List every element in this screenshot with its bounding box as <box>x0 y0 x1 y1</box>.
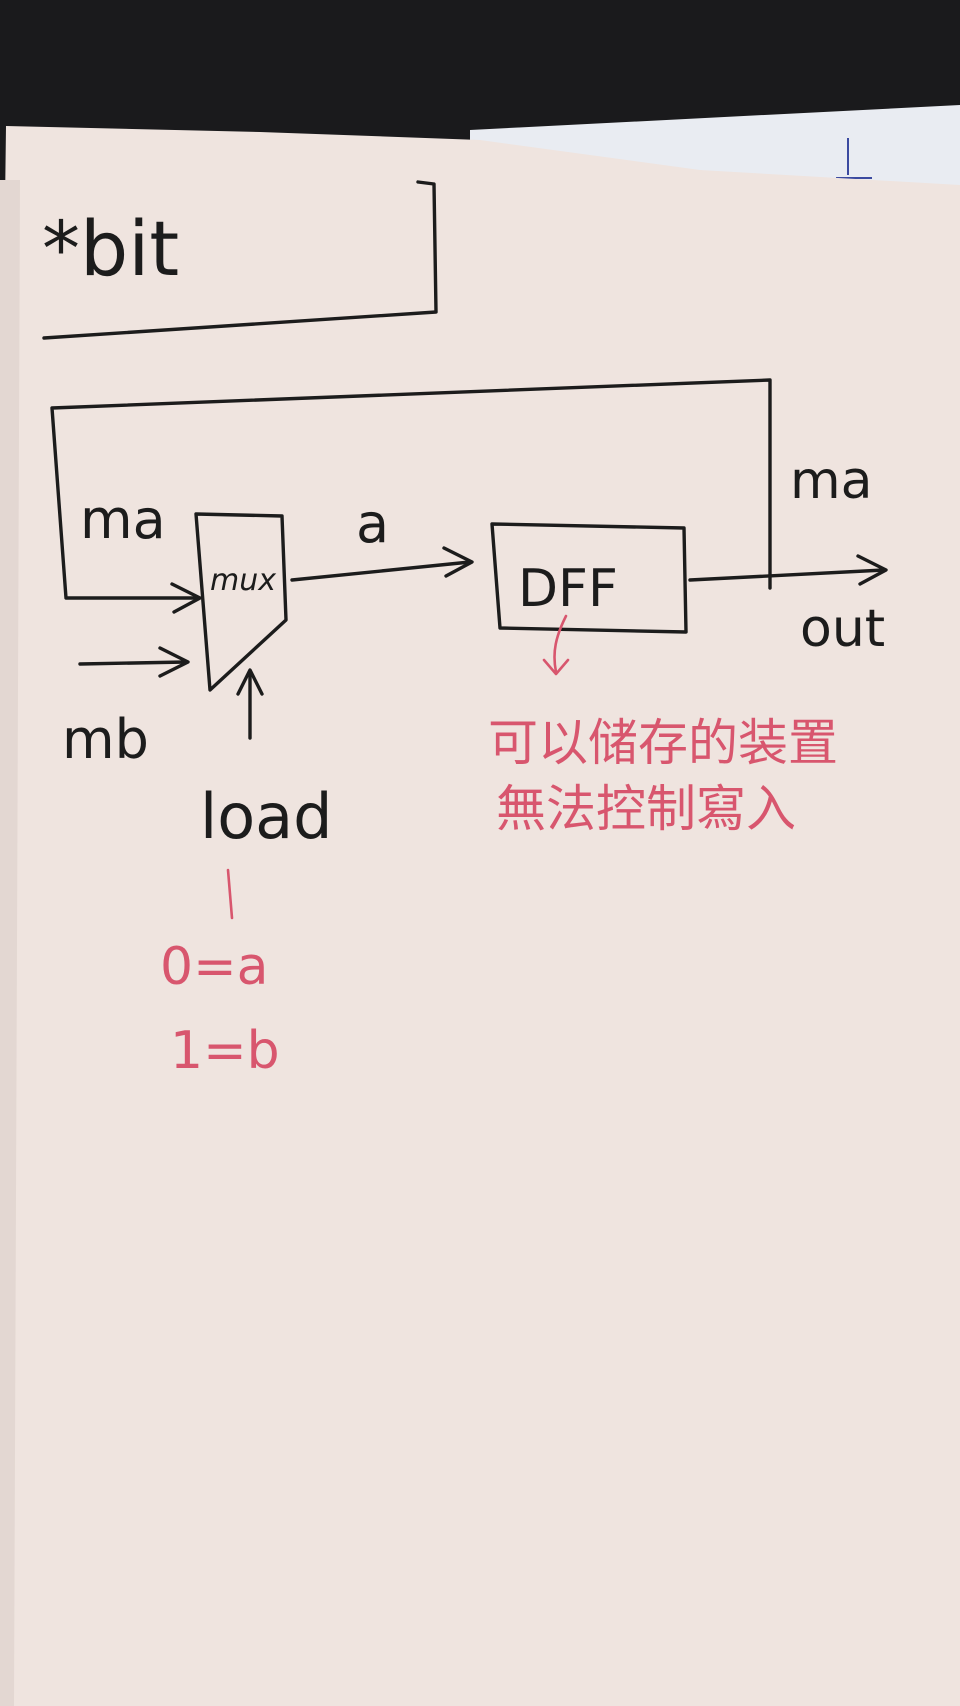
input-mb-label: mb <box>62 708 149 771</box>
input-load-label: load <box>200 780 333 853</box>
dff-note-arrowhead <box>542 658 570 676</box>
output-label: out <box>800 599 885 659</box>
arrowhead-load <box>236 668 264 696</box>
wire-mb <box>78 660 188 666</box>
title-box-outline <box>42 180 438 340</box>
dff-box <box>490 522 688 634</box>
dff-note-pointer <box>553 614 568 674</box>
mux-shape <box>194 512 288 692</box>
load-note-0: 0=a <box>160 937 269 997</box>
wire-a-label: a <box>356 492 389 555</box>
mux-label: mux <box>210 563 276 598</box>
title-text: *bit <box>42 204 179 293</box>
feedback-ma-label: ma <box>790 451 873 511</box>
dff-label: DFF <box>518 559 618 619</box>
load-note-tick <box>226 868 234 920</box>
mux-block: mux <box>194 512 288 692</box>
dff-note-line-1: 可以储存的装置 <box>488 714 838 772</box>
paper-edge-shadow <box>0 180 20 1706</box>
arrowhead-out <box>856 554 888 586</box>
feedback-wire <box>50 378 772 600</box>
arrowhead-mb <box>158 646 190 678</box>
title-box: *bit <box>42 180 438 340</box>
input-ma-label: ma <box>80 488 166 551</box>
arrowhead-a <box>442 546 474 578</box>
load-note-1: 1=b <box>170 1021 280 1081</box>
arrowhead-ma <box>170 582 202 614</box>
paper-sheet <box>0 126 960 1706</box>
wire-a <box>290 560 472 582</box>
dff-note-line-2: 無法控制寫入 <box>496 780 796 838</box>
wire-out <box>688 568 886 582</box>
dff-block: DFF <box>490 522 688 634</box>
